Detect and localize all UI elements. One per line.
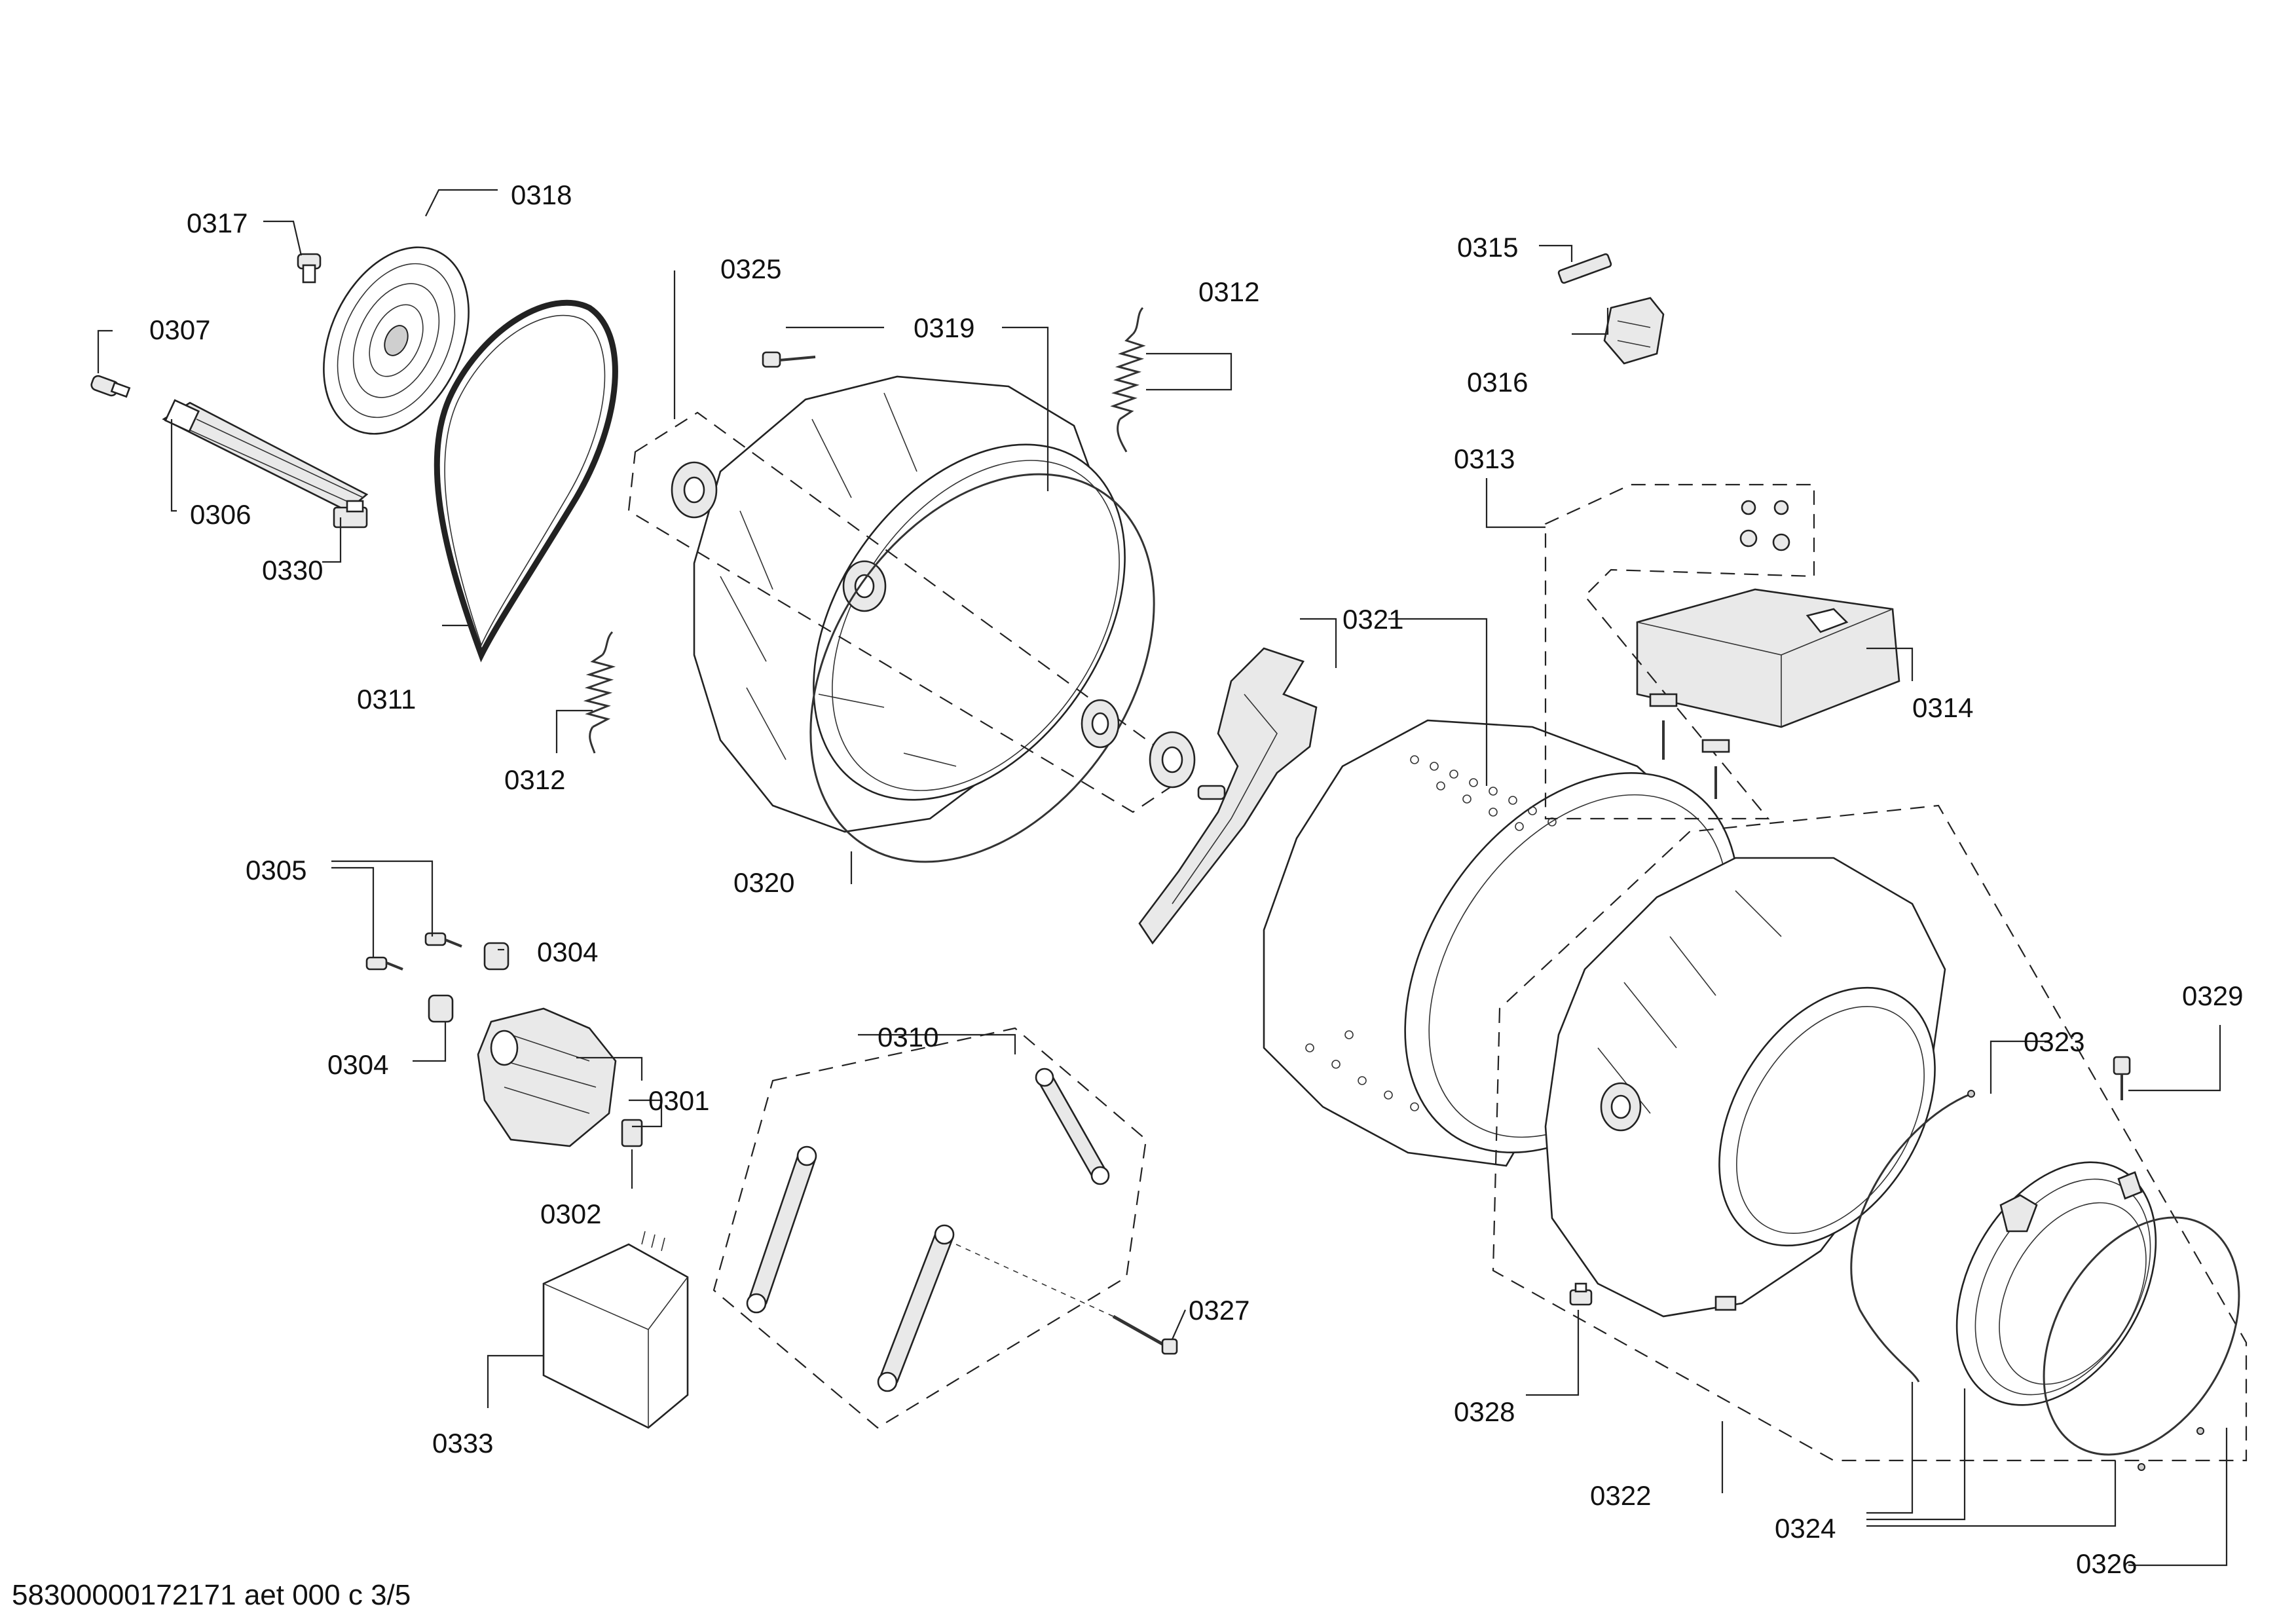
screw-0329 [2113, 1056, 2131, 1100]
label-0329: 0329 [2182, 980, 2243, 1011]
sensor-clip-0315 [1557, 253, 1612, 284]
drum-pulley-0318 [323, 246, 470, 435]
label-0333: 0333 [432, 1428, 493, 1459]
label-0311: 0311 [357, 684, 416, 715]
label-0312-bottom: 0312 [504, 764, 565, 795]
sensor-holder-0316 [1603, 297, 1665, 365]
motor-screws-0305 [365, 932, 462, 971]
clamp-wire-0323 [1850, 1090, 1975, 1383]
counterweight-0314 [1636, 588, 1900, 728]
label-0305: 0305 [246, 855, 306, 885]
label-0324: 0324 [1775, 1513, 1836, 1544]
label-0313: 0313 [1454, 443, 1515, 474]
tub-spring-lower-0312 [583, 631, 616, 754]
motor-bushing-0304b [428, 994, 454, 1023]
label-0302: 0302 [540, 1199, 601, 1229]
label-0314: 0314 [1912, 692, 1973, 723]
counterweight-kit-0313 [1544, 483, 1815, 820]
label-0319: 0319 [914, 312, 974, 343]
label-0321: 0321 [1342, 604, 1403, 635]
label-0304-top: 0304 [537, 937, 598, 967]
ntc-sensor-0330 [333, 500, 368, 529]
heating-element-0306 [162, 399, 369, 512]
rear-tub-0320 [693, 375, 1126, 833]
clip-0328 [1569, 1282, 1593, 1306]
shock-bolt-0327 [955, 1244, 1178, 1355]
label-0312-top: 0312 [1198, 276, 1259, 307]
tub-screw-0319 [762, 351, 816, 368]
motor-connector-0302 [621, 1119, 643, 1147]
label-0316: 0316 [1467, 367, 1528, 398]
label-0325: 0325 [720, 253, 781, 284]
packaging-box-0333 [542, 1231, 689, 1429]
door-seal-0324 [1955, 1161, 2157, 1406]
clamp-ring-0326 [2043, 1216, 2240, 1471]
label-0301: 0301 [648, 1085, 709, 1116]
label-0330: 0330 [262, 555, 323, 585]
front-tub-0322 [1544, 857, 1946, 1318]
label-0323: 0323 [2024, 1026, 2084, 1057]
label-0328: 0328 [1454, 1396, 1515, 1427]
part-labels: 0318 0317 0307 0306 0330 0311 0325 0319 … [149, 179, 2243, 1579]
label-0327: 0327 [1189, 1295, 1250, 1326]
drum-cross-0321 [1138, 647, 1318, 945]
tub-spring-upper-0312 [1110, 307, 1146, 453]
document-id: 58300000172171 aet 000 c 3/5 [12, 1579, 411, 1611]
label-0304-left: 0304 [327, 1049, 388, 1080]
heater-screw-0307 [90, 375, 131, 398]
front-tub-outline-0322 [1492, 804, 2248, 1462]
motor-bushing-0304a [483, 942, 509, 971]
label-0315: 0315 [1457, 232, 1518, 263]
drum-holes [1305, 755, 1557, 1111]
label-0320: 0320 [733, 867, 794, 898]
label-0306: 0306 [190, 499, 251, 530]
pulley-screw-0317 [297, 253, 322, 284]
bearing-kit-0325 [627, 411, 1196, 813]
tub-seal-ring-0319 [809, 473, 1155, 863]
drive-belt-0311 [434, 299, 618, 663]
label-0317: 0317 [187, 208, 248, 238]
label-0307: 0307 [149, 314, 210, 345]
motor-0301 [477, 1007, 617, 1147]
label-0326: 0326 [2076, 1548, 2137, 1579]
leader-lines [97, 189, 2228, 1567]
label-0322: 0322 [1590, 1480, 1651, 1511]
label-0318: 0318 [511, 179, 572, 210]
label-0310: 0310 [878, 1022, 938, 1052]
shock-absorbers-0310 [713, 1027, 1147, 1429]
